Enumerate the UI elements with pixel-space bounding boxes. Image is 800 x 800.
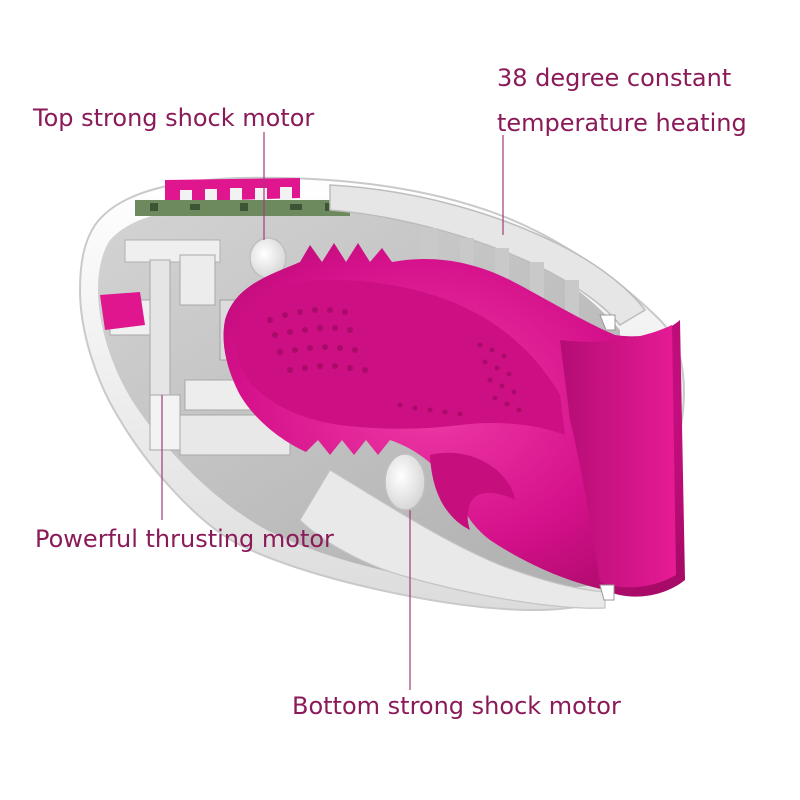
circuit-components [150, 203, 333, 211]
textured-inner-tube [236, 280, 565, 435]
label-heating-line-1: 38 degree constant [497, 64, 732, 92]
label-heating-line-2: temperature heating [497, 109, 747, 137]
upper-lip-clip [599, 314, 616, 331]
leader-lines [161, 132, 504, 690]
label-top-shock-motor: Top strong shock motor [33, 104, 315, 132]
texture-dots [267, 307, 522, 417]
upper-shell-wall [329, 184, 647, 326]
lower-lip-clip [599, 584, 615, 601]
lower-shell-wall [299, 469, 606, 609]
sleeve-hook [430, 452, 515, 530]
label-bottom-shock-motor: Bottom strong shock motor [292, 692, 621, 720]
left-pink-piece [100, 292, 145, 330]
bottom-motor [384, 453, 426, 511]
label-thrusting-motor: Powerful thrusting motor [35, 525, 334, 553]
thrusting-motor [149, 394, 181, 451]
sleeve-opening [560, 325, 676, 588]
